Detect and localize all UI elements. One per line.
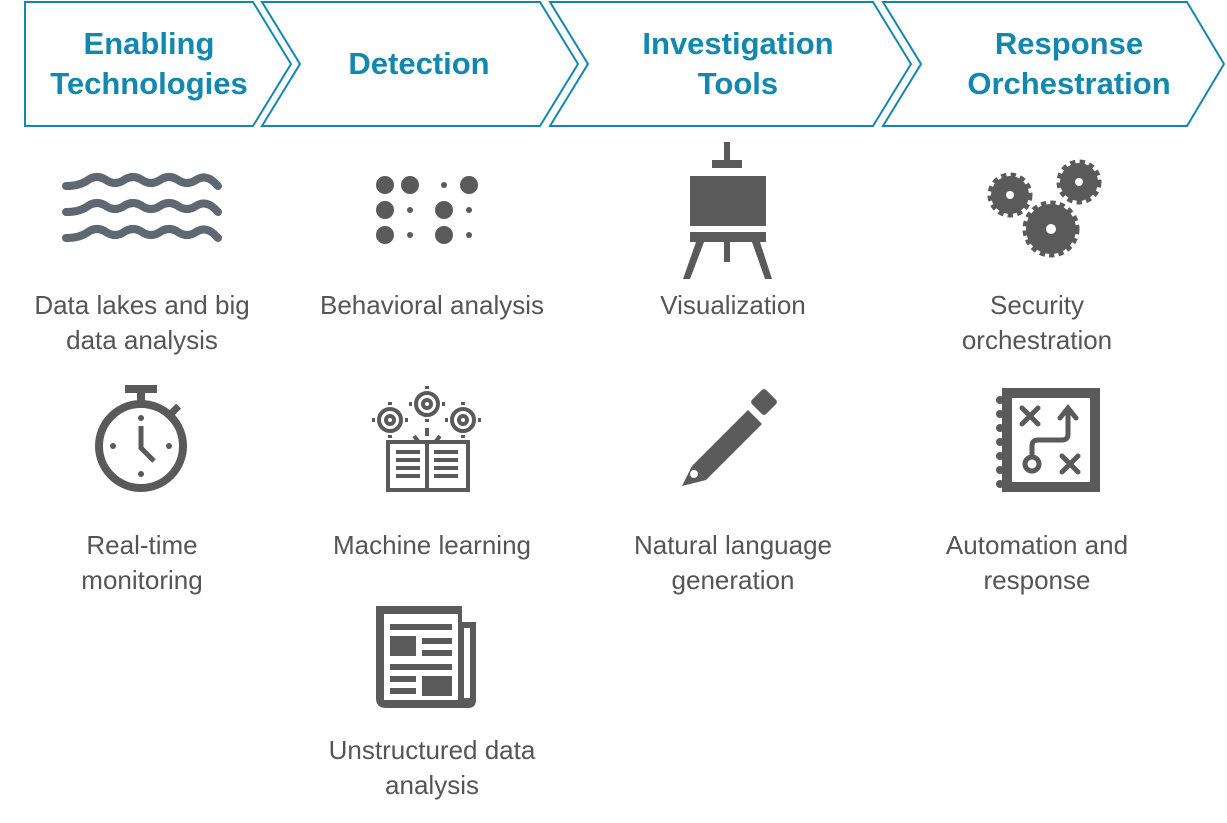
process-chevrons — [24, 1, 1226, 127]
chevron-stage-1 — [24, 1, 293, 127]
item-label-data-lakes: Data lakes and big data analysis — [34, 290, 250, 355]
playbook-icon — [996, 388, 1100, 492]
gears-icon — [987, 159, 1102, 258]
chevron-stage-3 — [548, 1, 913, 127]
item-label-machine-learning: Machine learning — [332, 530, 531, 560]
stage-title-response-orchestration: Response Orchestration — [967, 26, 1171, 101]
gears-book-icon — [372, 386, 481, 492]
stopwatch-icon — [95, 385, 187, 492]
stage-title-enabling-technologies: Enabling Technologies — [50, 26, 248, 101]
stage-title-detection: Detection — [348, 46, 490, 81]
pencil-icon — [682, 389, 777, 486]
item-label-automation-and-response: Automation and response — [945, 530, 1129, 595]
easel-icon — [683, 142, 772, 279]
item-label-unstructured-data-analysis: Unstructured data analysis — [328, 735, 536, 800]
item-label-natural-language-generation: Natural language generation — [633, 530, 833, 595]
stage-title-investigation-tools: Investigation Tools — [642, 26, 834, 101]
item-label-visualization: Visualization — [660, 290, 806, 320]
chevron-stage-2 — [260, 1, 580, 127]
item-label-security-orchestration: Security orchestration — [961, 290, 1113, 355]
newspaper-icon — [376, 606, 476, 708]
waves-icon — [62, 173, 222, 242]
item-label-real-time-monitoring: Real-time monitoring — [81, 530, 203, 595]
chevron-stage-4 — [881, 1, 1226, 127]
item-label-behavioral-analysis: Behavioral analysis — [319, 290, 544, 320]
dot-pattern-icon — [376, 176, 478, 244]
